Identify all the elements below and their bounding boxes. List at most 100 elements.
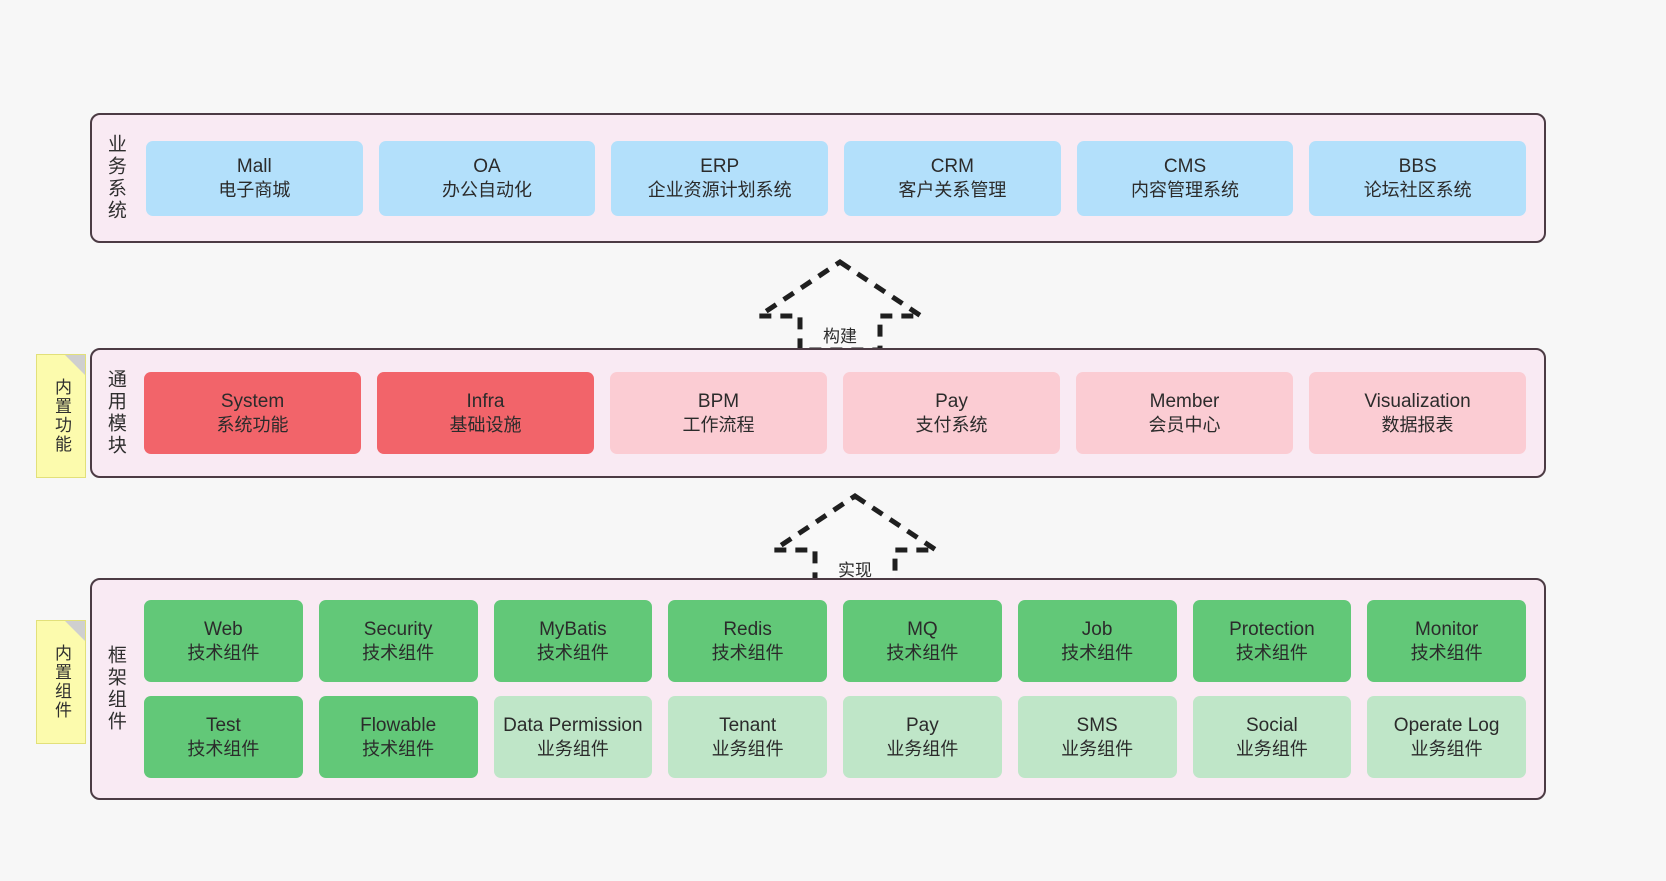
node-social[interactable]: Social 业务组件 xyxy=(1192,696,1352,778)
node-title: Operate Log xyxy=(1393,715,1500,737)
node-infra[interactable]: Infra 基础设施 xyxy=(377,372,594,454)
layer-row: Test 技术组件 Flowable 技术组件 Data Permission … xyxy=(144,696,1526,778)
sticky-note-label: 内置功能 xyxy=(52,378,72,454)
node-title: Monitor xyxy=(1414,619,1479,641)
node-mq[interactable]: MQ 技术组件 xyxy=(843,600,1002,682)
node-title: Job xyxy=(1081,619,1113,641)
dashed-arrow-up-icon xyxy=(770,492,940,587)
node-subtitle: 系统功能 xyxy=(216,414,289,435)
connector-realize: 实现 xyxy=(770,492,940,587)
node-title: Redis xyxy=(723,619,772,641)
node-operate-log[interactable]: Operate Log 业务组件 xyxy=(1367,696,1526,778)
node-title: CMS xyxy=(1163,156,1207,178)
node-redis[interactable]: Redis 技术组件 xyxy=(668,600,827,682)
layer-row: Web 技术组件 Security 技术组件 MyBatis 技术组件 Redi… xyxy=(144,600,1526,682)
layer-body-common-modules: System 系统功能 Infra 基础设施 BPM 工作流程 Pay 支付系统… xyxy=(138,372,1544,454)
node-tenant[interactable]: Tenant 业务组件 xyxy=(668,696,827,778)
node-monitor[interactable]: Monitor 技术组件 xyxy=(1367,600,1526,682)
layer-title-business-systems: 业务系统 xyxy=(104,134,126,222)
node-test[interactable]: Test 技术组件 xyxy=(144,696,303,778)
node-subtitle: 业务组件 xyxy=(886,738,959,759)
node-data-permission[interactable]: Data Permission 业务组件 xyxy=(493,696,653,778)
sticky-note-label: 内置组件 xyxy=(52,644,72,720)
node-cms[interactable]: CMS 内容管理系统 xyxy=(1076,140,1294,216)
node-subtitle: 技术组件 xyxy=(187,642,260,663)
layer-body-framework-components: Web 技术组件 Security 技术组件 MyBatis 技术组件 Redi… xyxy=(138,600,1544,778)
layer-body-business-systems: Mall 电子商城 OA 办公自动化 ERP 企业资源计划系统 CRM 客户关系… xyxy=(138,140,1544,216)
node-title: System xyxy=(220,391,285,413)
node-subtitle: 技术组件 xyxy=(362,738,435,759)
node-title: MQ xyxy=(907,619,938,641)
node-web[interactable]: Web 技术组件 xyxy=(144,600,303,682)
connector-build: 构建 xyxy=(755,258,925,353)
node-title: Web xyxy=(204,619,243,641)
node-title: Tenant xyxy=(719,715,777,737)
layer-row: Mall 电子商城 OA 办公自动化 ERP 企业资源计划系统 CRM 客户关系… xyxy=(146,140,1527,216)
node-title: ERP xyxy=(700,156,740,178)
node-subtitle: 业务组件 xyxy=(711,738,784,759)
node-title: BPM xyxy=(697,391,740,413)
node-mybatis[interactable]: MyBatis 技术组件 xyxy=(493,600,653,682)
layer-framework-components: 框架组件 Web 技术组件 Security 技术组件 MyBatis 技术组件… xyxy=(90,578,1546,800)
node-title: SMS xyxy=(1076,715,1118,737)
node-flowable[interactable]: Flowable 技术组件 xyxy=(318,696,478,778)
node-subtitle: 办公自动化 xyxy=(442,179,532,200)
node-subtitle: 技术组件 xyxy=(187,738,260,759)
node-oa[interactable]: OA 办公自动化 xyxy=(378,140,596,216)
node-subtitle: 技术组件 xyxy=(536,642,609,663)
node-visualization[interactable]: Visualization 数据报表 xyxy=(1309,372,1526,454)
node-subtitle: 基础设施 xyxy=(449,414,522,435)
node-subtitle: 会员中心 xyxy=(1148,414,1221,435)
layer-title-common-modules: 通用模块 xyxy=(104,369,126,457)
node-subtitle: 技术组件 xyxy=(1061,642,1134,663)
node-title: Data Permission xyxy=(503,715,643,737)
node-subtitle: 内容管理系统 xyxy=(1131,179,1240,200)
node-title: CRM xyxy=(930,156,974,178)
node-protection[interactable]: Protection 技术组件 xyxy=(1192,600,1352,682)
node-subtitle: 业务组件 xyxy=(1235,738,1308,759)
node-security[interactable]: Security 技术组件 xyxy=(318,600,478,682)
node-title: OA xyxy=(473,156,501,178)
node-subtitle: 业务组件 xyxy=(536,738,609,759)
layer-title-framework-components: 框架组件 xyxy=(104,645,126,733)
node-bpm[interactable]: BPM 工作流程 xyxy=(610,372,827,454)
layer-business-systems: 业务系统 Mall 电子商城 OA 办公自动化 ERP 企业资源计划系统 CRM… xyxy=(90,113,1546,243)
dashed-arrow-up-icon xyxy=(755,258,925,353)
node-subtitle: 支付系统 xyxy=(915,414,988,435)
node-system[interactable]: System 系统功能 xyxy=(144,372,361,454)
node-member[interactable]: Member 会员中心 xyxy=(1076,372,1293,454)
node-title: Pay xyxy=(906,715,939,737)
node-subtitle: 技术组件 xyxy=(1410,642,1483,663)
node-subtitle: 电子商城 xyxy=(218,179,291,200)
node-title: Visualization xyxy=(1364,391,1471,413)
node-title: Test xyxy=(205,715,241,737)
layer-row: System 系统功能 Infra 基础设施 BPM 工作流程 Pay 支付系统… xyxy=(144,372,1526,454)
node-job[interactable]: Job 技术组件 xyxy=(1017,600,1177,682)
node-subtitle: 技术组件 xyxy=(1235,642,1308,663)
node-bbs[interactable]: BBS 论坛社区系统 xyxy=(1309,140,1527,216)
node-subtitle: 技术组件 xyxy=(886,642,959,663)
node-sms[interactable]: SMS 业务组件 xyxy=(1017,696,1177,778)
node-title: BBS xyxy=(1398,156,1437,178)
node-title: Flowable xyxy=(360,715,437,737)
node-subtitle: 技术组件 xyxy=(711,642,784,663)
node-crm[interactable]: CRM 客户关系管理 xyxy=(844,140,1061,216)
node-subtitle: 业务组件 xyxy=(1061,738,1134,759)
node-subtitle: 工作流程 xyxy=(682,414,755,435)
node-subtitle: 客户关系管理 xyxy=(898,179,1007,200)
node-title: Mall xyxy=(236,156,272,178)
node-subtitle: 论坛社区系统 xyxy=(1363,179,1472,200)
node-title: Infra xyxy=(466,391,505,413)
sticky-note-builtin-component: 内置组件 xyxy=(36,620,86,744)
node-title: Security xyxy=(363,619,433,641)
node-pay-component[interactable]: Pay 业务组件 xyxy=(843,696,1002,778)
node-mall[interactable]: Mall 电子商城 xyxy=(146,140,363,216)
node-title: Protection xyxy=(1229,619,1315,641)
node-title: Pay xyxy=(935,391,968,413)
sticky-note-builtin-function: 内置功能 xyxy=(36,354,86,478)
node-pay-module[interactable]: Pay 支付系统 xyxy=(843,372,1060,454)
layer-common-modules: 通用模块 System 系统功能 Infra 基础设施 BPM 工作流程 Pay… xyxy=(90,348,1546,478)
node-erp[interactable]: ERP 企业资源计划系统 xyxy=(611,140,829,216)
node-title: Social xyxy=(1246,715,1298,737)
